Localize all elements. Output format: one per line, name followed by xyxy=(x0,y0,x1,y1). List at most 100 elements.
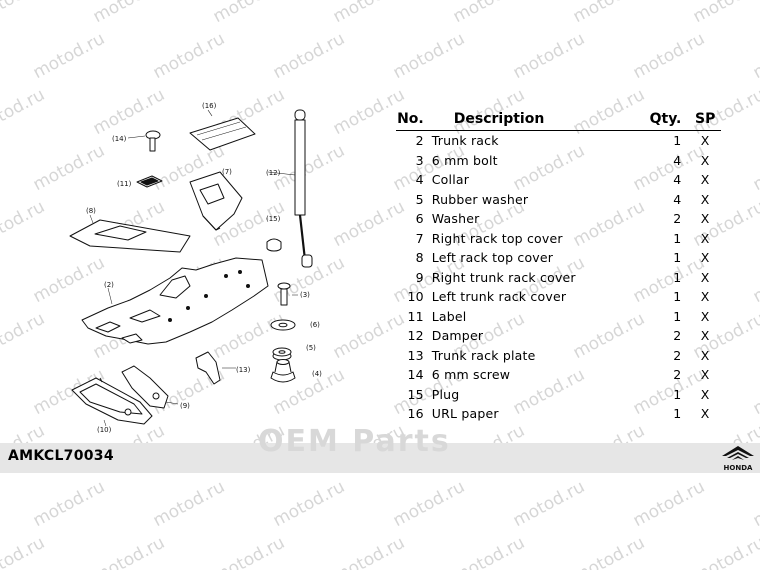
washer-part xyxy=(270,319,296,331)
row-description: Rubber washer xyxy=(431,191,529,207)
watermark-text: motod.ru xyxy=(449,0,529,28)
watermark-text: motod.ru xyxy=(89,0,169,28)
damper-part xyxy=(267,109,313,268)
watermark-text: motod.ru xyxy=(209,0,289,28)
watermark-text: motod.ru xyxy=(329,532,409,570)
watermark-text: motod.ru xyxy=(149,476,229,532)
oem-parts-watermark: OEM Parts xyxy=(258,424,451,459)
row-no: 8 xyxy=(415,250,424,266)
watermark-text: motod.ru xyxy=(749,252,760,308)
table-row: 14 6 mm screw 2 X xyxy=(396,365,721,385)
row-qty: 2 xyxy=(673,367,682,383)
watermark-text: motod.ru xyxy=(89,532,169,570)
row-no: 4 xyxy=(415,172,424,188)
row-sp: X xyxy=(700,191,710,207)
row-sp: X xyxy=(700,328,710,344)
row-description: 6 mm screw xyxy=(431,367,511,383)
row-no: 11 xyxy=(407,308,424,324)
row-sp: X xyxy=(700,367,710,383)
watermark-text: motod.ru xyxy=(569,0,649,28)
callout-15: (15) xyxy=(266,215,281,223)
callout-10: (10) xyxy=(97,426,112,434)
row-description: Right rack top cover xyxy=(431,230,563,246)
label-part xyxy=(136,175,163,188)
watermark-text: motod.ru xyxy=(389,28,469,84)
callout-6: (6) xyxy=(310,321,320,329)
row-sp: X xyxy=(700,250,710,266)
row-sp: X xyxy=(700,289,710,305)
row-description: Right trunk rack cover xyxy=(431,269,576,285)
row-no: 10 xyxy=(407,289,424,305)
callout-4: (4) xyxy=(312,370,322,378)
callout-14: (14) xyxy=(112,135,127,143)
right-rack-top-cover-part xyxy=(189,171,243,231)
row-description: Left rack top cover xyxy=(431,250,554,266)
row-qty: 1 xyxy=(673,133,682,149)
watermark-text: motod.ru xyxy=(629,476,709,532)
part-code: AMKCL70034 xyxy=(8,448,114,464)
parts-table-header: No. Description Qty. SP xyxy=(396,110,721,131)
row-no: 13 xyxy=(407,347,424,363)
row-qty: 1 xyxy=(673,269,682,285)
watermark-text: motod.ru xyxy=(0,532,49,570)
row-no: 5 xyxy=(415,191,424,207)
header-sp: SP xyxy=(695,111,716,127)
watermark-text: motod.ru xyxy=(29,476,109,532)
watermark-text: motod.ru xyxy=(0,0,49,28)
row-no: 15 xyxy=(407,386,424,402)
table-row: 6 Washer 2 X xyxy=(396,209,721,229)
row-no: 12 xyxy=(407,328,424,344)
row-no: 16 xyxy=(407,406,424,422)
row-no: 2 xyxy=(415,133,424,149)
row-qty: 2 xyxy=(673,328,682,344)
row-qty: 4 xyxy=(673,152,682,168)
row-description: Trunk rack xyxy=(431,133,499,149)
watermark-text: motod.ru xyxy=(749,140,760,196)
right-trunk-rack-cover-part xyxy=(121,365,179,409)
header-rule xyxy=(396,130,721,131)
callout-3: (3) xyxy=(300,291,310,299)
honda-wing-icon xyxy=(722,446,754,460)
plug-part xyxy=(266,238,282,252)
screw-part xyxy=(127,130,161,152)
row-qty: 2 xyxy=(673,347,682,363)
row-description: Plug xyxy=(431,386,460,402)
header-qty: Qty. xyxy=(649,111,682,127)
watermark-text: motod.ru xyxy=(509,28,589,84)
watermark-text: motod.ru xyxy=(749,28,760,84)
callout-12: (12) xyxy=(266,169,281,177)
watermark-text: motod.ru xyxy=(209,532,289,570)
watermark-text: motod.ru xyxy=(149,28,229,84)
watermark-text: motod.ru xyxy=(689,532,760,570)
row-description: Trunk rack plate xyxy=(431,347,536,363)
callout-8: (8) xyxy=(86,207,96,215)
row-qty: 1 xyxy=(673,386,682,402)
header-description: Description xyxy=(453,111,545,127)
watermark-text: motod.ru xyxy=(389,476,469,532)
row-description: Washer xyxy=(431,211,480,227)
row-sp: X xyxy=(700,211,710,227)
row-description: Collar xyxy=(431,172,470,188)
row-qty: 4 xyxy=(673,191,682,207)
trunk-rack-plate-part xyxy=(195,351,236,385)
watermark-text: motod.ru xyxy=(269,28,349,84)
bolt-part xyxy=(277,282,298,306)
row-qty: 1 xyxy=(673,406,682,422)
watermark-text: motod.ru xyxy=(629,28,709,84)
row-qty: 1 xyxy=(673,250,682,266)
row-no: 3 xyxy=(415,152,424,168)
row-no: 14 xyxy=(407,367,424,383)
callout-9: (9) xyxy=(180,402,190,410)
row-qty: 2 xyxy=(673,211,682,227)
row-no: 6 xyxy=(415,211,424,227)
row-sp: X xyxy=(700,386,710,402)
row-qty: 4 xyxy=(673,172,682,188)
callout-2: (2) xyxy=(104,281,114,289)
